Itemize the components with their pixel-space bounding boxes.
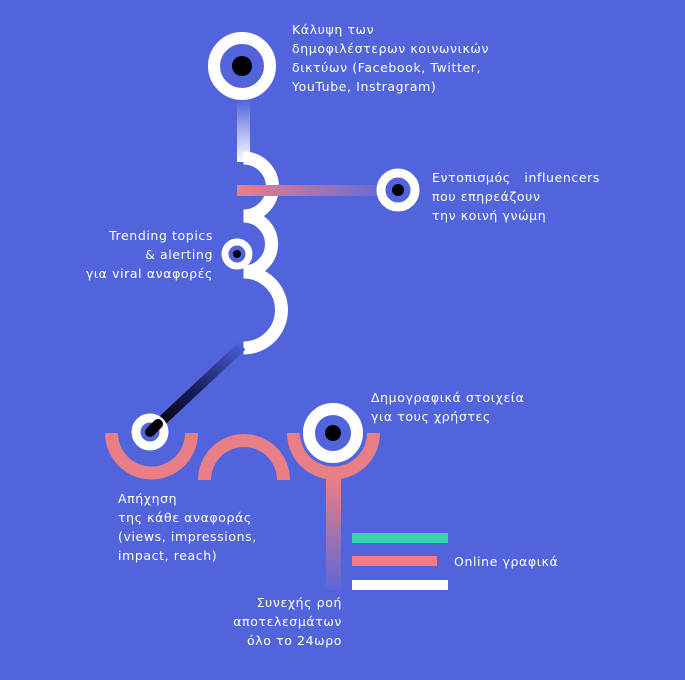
label-stream: Συνεχής ροή αποτελεσμάτων όλο το 24ωρο (233, 595, 342, 648)
node-reach (131, 413, 169, 451)
node-demographics (303, 403, 363, 463)
label-coverage: Κάλυψη των δημοφιλέστερων κοινωνικών δικ… (292, 22, 490, 94)
node-influencers (376, 168, 420, 212)
bar-white (352, 580, 448, 590)
label-trending: Trending topics & alerting για viral ανα… (85, 228, 213, 281)
bar-teal (352, 533, 448, 543)
label-influencers: Εντοπισμός influencers που επηρεάζουν τη… (432, 170, 601, 223)
pink-bowl-right (287, 433, 380, 480)
diagonal-connector (146, 342, 246, 436)
pink-stem (326, 478, 341, 590)
label-demographics: Δημογραφικά στοιχεία για τους χρήστες (371, 390, 525, 424)
bar-pink (352, 556, 437, 566)
pink-arch-middle (198, 434, 290, 480)
influencer-connector (237, 185, 380, 196)
node-coverage (208, 32, 276, 100)
pink-bowl-left (105, 433, 198, 480)
label-reach: Απήχηση της κάθε αναφοράς (views, impres… (118, 491, 257, 563)
node-trending (221, 238, 253, 270)
label-online: Online γραφικά (454, 554, 559, 569)
top-stem (237, 100, 250, 162)
